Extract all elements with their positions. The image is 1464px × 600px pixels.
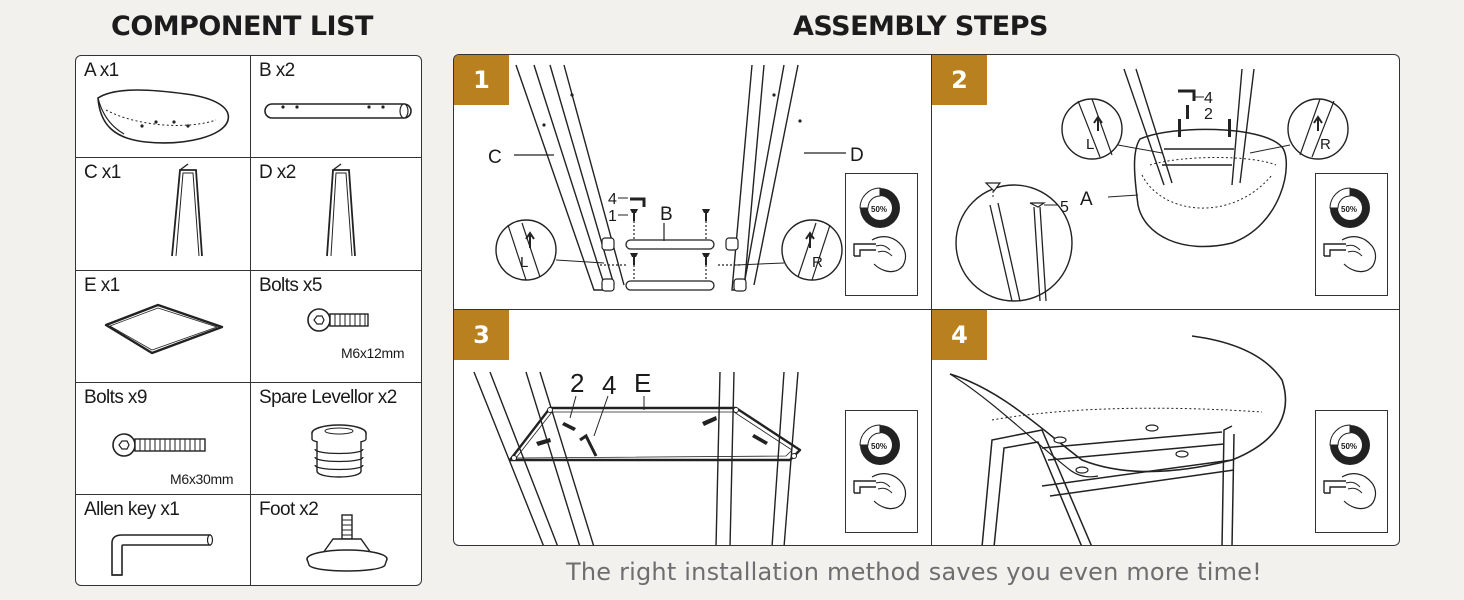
component-long-bolts: Bolts x9 M6x30mm [76, 383, 251, 495]
step-1-illustration: C D B 4 [488, 64, 864, 292]
step-4-illustration [949, 335, 1287, 545]
component-label: Allen key x1 [84, 499, 180, 520]
label-4: 4 [602, 370, 616, 400]
step-2-illustration: 4 2 L R A 5 [955, 68, 1349, 302]
percent-label: 50% [871, 442, 887, 451]
step-3-illustration: 2 4 E [473, 368, 802, 545]
seat-shell-icon [97, 89, 230, 144]
allen-key-hand-icon: 50% [853, 424, 907, 510]
tagline-text: The right installation method saves you … [566, 558, 1262, 586]
bolt-spec: M6x12mm [341, 345, 405, 361]
allen-key-icon [111, 534, 214, 576]
bolt-spec: M6x30mm [170, 471, 234, 487]
component-d: D x2 [251, 158, 421, 271]
leg-frame-c-icon [171, 163, 203, 257]
leg-frame-d-icon [326, 163, 356, 257]
step-1-panel: 1 C D B [454, 55, 932, 310]
component-label: Foot x2 [259, 499, 319, 520]
label-d: D [850, 145, 864, 166]
component-label: A x1 [84, 60, 119, 81]
tool-guide-box: 50% [1315, 173, 1388, 296]
step-2-panel: 2 4 2 L R [932, 55, 1399, 310]
label-1: 1 [608, 208, 617, 225]
allen-key-hand-icon: 50% [853, 187, 907, 273]
label-e: E [634, 368, 651, 398]
long-bolt-icon [112, 433, 206, 457]
component-e: E x1 [76, 271, 251, 383]
component-label: E x1 [84, 275, 120, 296]
component-label: D x2 [259, 162, 296, 183]
percent-label: 50% [871, 205, 887, 214]
assembly-steps-title: ASSEMBLY STEPS [793, 11, 1048, 42]
label-4: 4 [1204, 90, 1213, 107]
crossbar-tube-icon [264, 103, 412, 119]
component-allen-key: Allen key x1 [76, 495, 251, 585]
label-l: L [1086, 136, 1094, 153]
step-number-badge: 3 [454, 310, 509, 360]
step-4-panel: 4 50% [932, 310, 1399, 545]
step-3-panel: 3 2 4 E [454, 310, 932, 545]
tool-guide-box: 50% [845, 410, 918, 533]
component-label: Bolts x9 [84, 387, 147, 408]
component-spare-levellor: Spare Levellor x2 [251, 383, 421, 495]
label-r: R [1320, 136, 1331, 153]
label-5: 5 [1060, 199, 1069, 216]
label-b: B [660, 204, 673, 225]
label-c: C [488, 147, 502, 168]
component-short-bolts: Bolts x5 M6x12mm [251, 271, 421, 383]
component-c: C x1 [76, 158, 251, 271]
tool-guide-box: 50% [845, 173, 918, 296]
levellor-cap-icon [311, 424, 367, 478]
allen-key-hand-icon: 50% [1323, 187, 1377, 273]
percent-label: 50% [1341, 442, 1357, 451]
assembly-steps-panel: 1 C D B [453, 54, 1400, 546]
component-label: B x2 [259, 60, 295, 81]
step-number-badge: 4 [932, 310, 987, 360]
component-b: B x2 [251, 56, 421, 158]
component-list-title: COMPONENT LIST [111, 11, 373, 42]
label-a: A [1080, 189, 1093, 210]
tool-guide-box: 50% [1315, 410, 1388, 533]
component-a: A x1 [76, 56, 251, 158]
label-4: 4 [608, 191, 617, 208]
adjustable-foot-icon [306, 514, 388, 572]
component-label: Spare Levellor x2 [259, 387, 397, 408]
label-r: R [812, 254, 823, 271]
label-2: 2 [570, 368, 584, 398]
short-bolt-icon [307, 308, 369, 332]
component-list: A x1 B x2 C x1 D x2 [75, 55, 422, 586]
step-number-badge: 2 [932, 55, 987, 105]
component-label: Bolts x5 [259, 275, 322, 296]
label-l: L [520, 254, 528, 271]
component-label: C x1 [84, 162, 121, 183]
label-2: 2 [1204, 106, 1213, 123]
step-number-badge: 1 [454, 55, 509, 105]
allen-key-hand-icon: 50% [1323, 424, 1377, 510]
footrest-ring-icon [104, 303, 224, 355]
percent-label: 50% [1341, 205, 1357, 214]
component-foot: Foot x2 [251, 495, 421, 585]
